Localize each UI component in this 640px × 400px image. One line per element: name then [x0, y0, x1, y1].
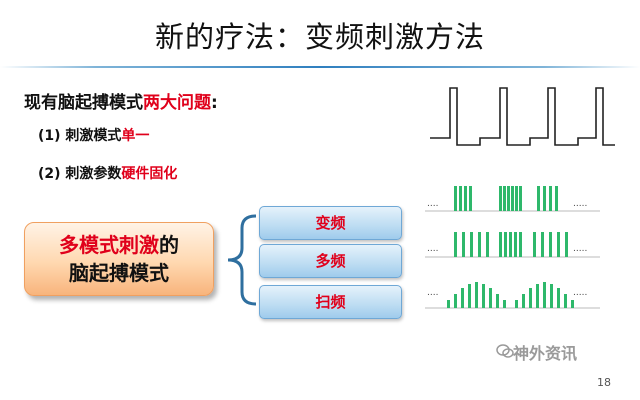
- grouping-brace: [227, 214, 257, 306]
- pulse-row-1-trail-dots: .....: [573, 199, 587, 209]
- problem-item-2-highlight: 硬件固化: [121, 166, 178, 182]
- slide-title: 新的疗法：变频刺激方法: [154, 20, 485, 54]
- mode-variable-frequency: 变频: [259, 206, 402, 240]
- pulse-row-3-lead-dots: ....: [427, 288, 438, 298]
- problems-heading-suffix: :: [211, 93, 218, 113]
- wechat-logo-icon: [496, 344, 514, 358]
- pulse-row-variable: .... .....: [425, 186, 600, 212]
- pulse-row-multi: .... .....: [425, 232, 600, 258]
- problem-item-1-highlight: 单一: [121, 128, 150, 144]
- title-divider: [0, 66, 640, 68]
- multi-mode-line-1: 多模式刺激的: [25, 231, 213, 259]
- multi-mode-highlight: 多模式刺激: [59, 233, 159, 257]
- mode-sweep-frequency: 扫频: [259, 285, 402, 319]
- page-number: 18: [597, 376, 611, 389]
- problems-heading-highlight: 两大问题: [143, 93, 211, 113]
- problem-item-2-prefix: (2) 刺激参数: [38, 166, 122, 182]
- mode-multi-frequency: 多频: [259, 244, 402, 278]
- multi-mode-line-2: 脑起搏模式: [69, 261, 169, 285]
- pulse-row-3-trail-dots: .....: [573, 288, 587, 298]
- watermark-text: 神外资讯: [513, 344, 578, 363]
- problem-item-1: (1) 刺激模式单一: [38, 125, 149, 145]
- pulse-row-1-lead-dots: ....: [427, 199, 438, 209]
- problems-heading-prefix: 现有脑起搏模式: [24, 93, 143, 113]
- problem-item-1-prefix: (1) 刺激模式: [38, 128, 122, 144]
- fixed-pulse-waveform: [430, 87, 615, 146]
- problem-item-2: (2) 刺激参数硬件固化: [38, 163, 177, 183]
- pulse-row-sweep: .... .....: [425, 282, 600, 309]
- pulse-row-2-trail-dots: .....: [573, 244, 587, 254]
- pulse-patterns: .... ..... .... ..... .... .....: [425, 186, 600, 309]
- problems-heading: 现有脑起搏模式两大问题:: [24, 88, 218, 113]
- multi-mode-suffix: 的: [159, 233, 179, 257]
- pulse-row-2-lead-dots: ....: [427, 244, 438, 254]
- multi-mode-box: 多模式刺激的 脑起搏模式: [24, 222, 214, 296]
